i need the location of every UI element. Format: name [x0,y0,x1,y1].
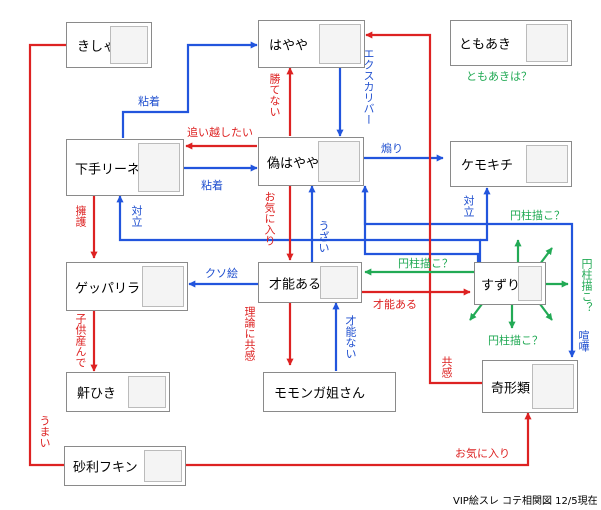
label-okiniiri-2: お気に入り [455,447,510,460]
arrow-green-down-right [539,303,553,321]
node-saino[interactable]: 才能ある [258,262,362,303]
heta-avatar [138,143,180,192]
label-tairitsu-2: 対立 [462,195,475,217]
label-yougo: 擁護 [74,205,87,227]
node-saino-label: 才能ある [269,277,322,292]
node-suzuri[interactable]: すずり [474,262,546,305]
label-aori: 煽り [381,142,403,155]
tomoaki-avatar [526,24,568,62]
label-sainou-nai: 才能ない [344,315,357,359]
kikei-avatar [532,364,574,409]
kisha-avatar [110,26,148,64]
label-enchu-2: 円柱描こ？ [398,257,453,270]
node-hayaya-label: はやや [269,38,309,54]
node-momonga[interactable]: モモンガ姐さん [263,372,396,412]
suzuri-avatar [518,266,542,301]
node-geppa-label: ゲッパリラ [75,281,141,296]
node-kemo[interactable]: ケモキチ [450,141,572,187]
node-nise[interactable]: 偽はやや [258,137,364,186]
label-tomoaki-q: ともあきは？ [466,70,532,83]
arrow-tairitsu-heta-suzuri [116,195,482,268]
node-kobi-label: 鼾ひき [77,386,117,402]
node-sari-label: 砂利フキン [73,460,138,476]
label-kenka: 喧嘩 [577,330,590,352]
node-kemo-label: ケモキチ [461,158,514,174]
hayaya-avatar [319,24,361,64]
label-kyokan: 共感 [440,356,453,378]
label-enchu-1: 円柱描こ？ [510,209,565,222]
node-nise-label: 偽はやや [267,156,320,171]
arrow-heta-to-hayaya [121,41,258,138]
node-kikei[interactable]: 奇形類 [482,360,578,413]
arrow-suzuri-to-kikei [363,200,576,358]
label-uzai: うざい [317,220,330,253]
label-enchu-4: 円柱描こ？ [488,334,543,347]
arrow-kikei-to-hayaya [365,31,482,385]
sari-avatar [144,450,182,482]
node-sari[interactable]: 砂利フキン [64,446,186,486]
node-hayaya[interactable]: はやや [258,20,365,68]
kobi-avatar [128,376,166,408]
kemo-avatar [526,145,568,183]
nise-avatar [318,141,360,182]
arrow-green-down-left [469,303,483,321]
label-kodomo: 子供産んで [74,313,87,368]
label-sainou-aru: 才能ある [373,298,417,311]
arrow-kisha-loop [28,43,66,467]
saino-avatar [320,266,358,299]
label-nenchaku-1: 粘着 [138,95,160,108]
node-geppa[interactable]: ゲッパリラ [66,262,188,311]
node-heta-label: 下手リーネ [75,162,141,177]
label-katenai: 勝てない [268,73,281,117]
node-tomoaki[interactable]: ともあき [450,20,572,66]
diagram-caption: VIP絵スレ コテ相関図 12/5現在 [453,496,598,507]
label-nenchaku-2: 粘着 [201,179,223,192]
label-tairitsu-1: 対立 [130,205,143,227]
label-excalibur: エクスカリバー [362,48,375,125]
label-umai: うまい [38,415,51,448]
label-kusoe: クソ絵 [205,267,238,280]
arrow-sari-to-kikei [186,412,532,467]
label-okiniiri-1: お気に入り [263,191,276,246]
label-oikoshi: 追い越したい [187,126,253,139]
arrow-tairitsu-kemo [480,187,491,242]
arrow-green-up-right [539,247,553,265]
node-tomoaki-label: ともあき [459,37,512,53]
node-suzuri-label: すずり [481,278,521,293]
node-kisha[interactable]: きしゃ [66,22,152,68]
geppa-avatar [142,266,184,307]
node-kobi[interactable]: 鼾ひき [66,372,170,412]
label-enchu-3: 円柱描こ？ [580,258,593,313]
node-heta[interactable]: 下手リーネ [66,139,184,196]
node-kikei-label: 奇形類 [491,381,531,396]
node-momonga-label: モモンガ姐さん [274,386,366,402]
node-kisha-label: きしゃ [77,39,117,55]
label-riron: 理論に共感 [243,306,256,361]
